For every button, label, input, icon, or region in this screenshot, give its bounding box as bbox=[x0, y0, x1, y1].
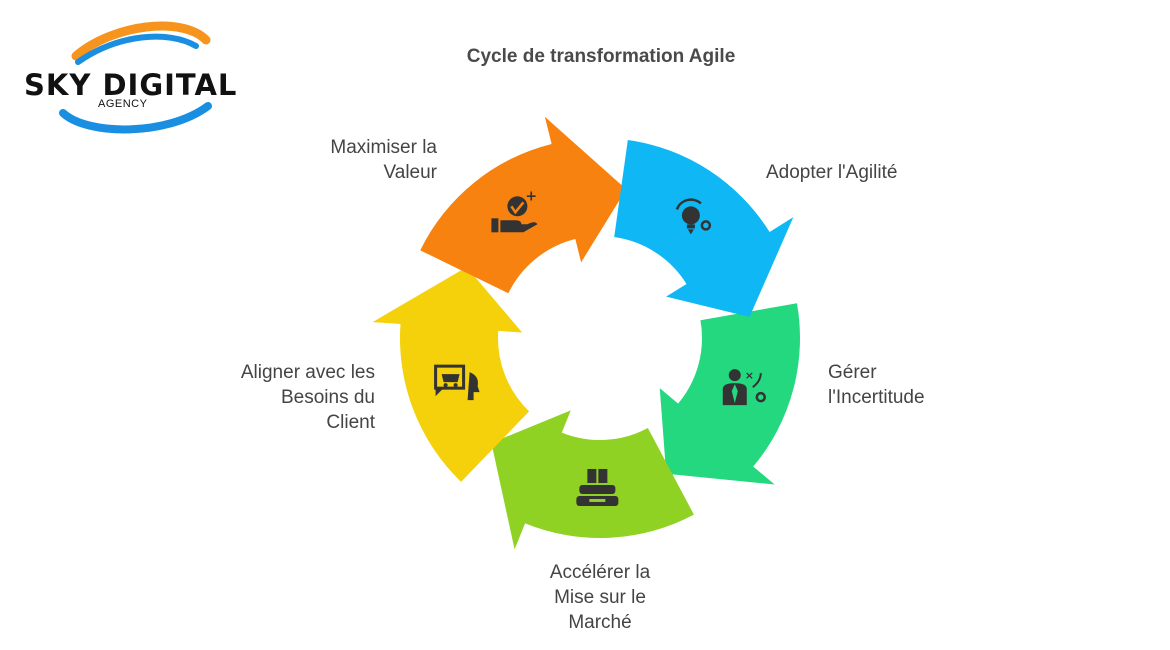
hand-value-icon: + bbox=[491, 188, 538, 233]
diagram-title: Cycle de transformation Agile bbox=[466, 46, 736, 67]
logo-swoosh bbox=[59, 21, 212, 134]
logo-name: SKY DIGITAL bbox=[24, 68, 238, 102]
customer-cart-icon bbox=[434, 364, 480, 401]
stage-label-gerer: Gérer l'Incertitude bbox=[828, 362, 925, 408]
svg-text:×: × bbox=[745, 369, 754, 382]
stage-label-accelerer: Accélérer la Mise sur le Marché bbox=[549, 562, 651, 633]
stacked-products-icon bbox=[576, 468, 619, 506]
svg-text:+: + bbox=[525, 188, 537, 204]
lightbulb-idea-icon bbox=[675, 198, 712, 235]
stage-label-maximiser: Maximiser la Valeur bbox=[330, 137, 437, 183]
stage-label-aligner: Aligner avec les Besoins du Client bbox=[240, 362, 375, 433]
logo-tagline: AGENCY bbox=[98, 98, 148, 110]
stage-label-adopter: Adopter l'Agilité bbox=[766, 162, 898, 183]
strategy-person-icon: × bbox=[722, 369, 767, 406]
company-logo: SKY DIGITAL AGENCY bbox=[18, 18, 288, 138]
